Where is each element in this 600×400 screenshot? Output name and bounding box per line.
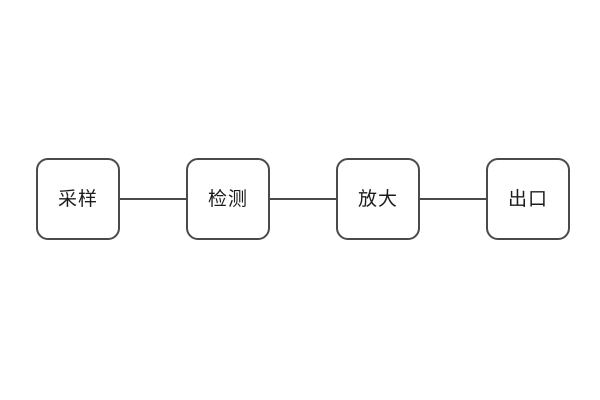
- node-outlet: 出口: [486, 158, 570, 240]
- node-outlet-label: 出口: [507, 188, 548, 210]
- node-sampling-label: 采样: [57, 188, 98, 210]
- node-amplification: 放大: [336, 158, 420, 240]
- connector-line-3: [420, 198, 486, 200]
- node-sampling: 采样: [36, 158, 120, 240]
- node-detection-label: 检测: [207, 188, 248, 210]
- node-detection: 检测: [186, 158, 270, 240]
- flow-row: 采样 检测 放大 出口: [36, 158, 570, 240]
- node-amplification-label: 放大: [357, 188, 398, 210]
- connector-line-2: [270, 198, 336, 200]
- connector-line-1: [120, 198, 186, 200]
